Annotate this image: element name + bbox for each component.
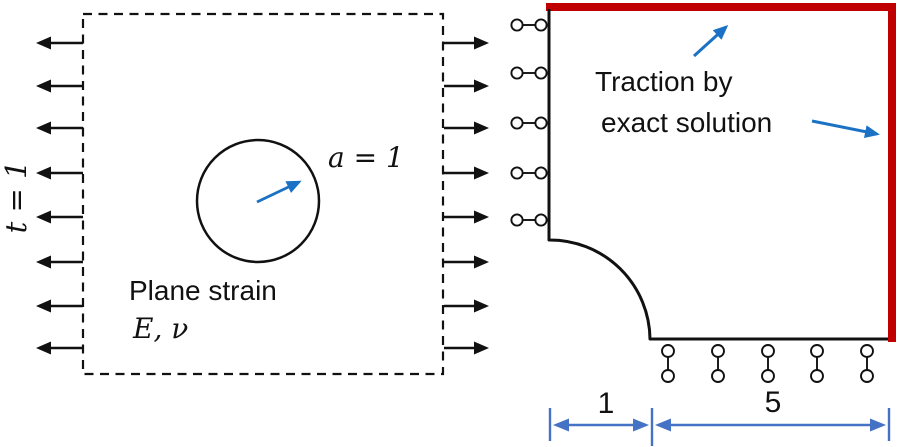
traction-annotation-arrow-right	[811, 119, 880, 139]
material-label-line2: E, ν	[132, 312, 188, 345]
roller-support	[510, 66, 548, 80]
roller-support	[810, 344, 824, 383]
roller-support	[761, 344, 775, 383]
hole-radius-label: a = 1	[328, 141, 404, 174]
bottom-roller-supports	[661, 344, 874, 383]
traction-note-line2: exact solution	[601, 107, 772, 138]
material-label-line1: Plane strain	[129, 275, 277, 306]
roller-support	[711, 344, 725, 383]
plate-outline-dashed	[81, 12, 445, 376]
left-roller-supports	[510, 18, 548, 227]
roller-support	[510, 213, 548, 227]
full-plate-schematic: t = 1 a = 1 Plane strain E, ν	[0, 12, 489, 376]
quarter-model-schematic: Traction by exact solution 1 5	[510, 3, 896, 446]
roller-support	[510, 116, 548, 130]
traction-note-line1: Traction by	[595, 66, 732, 97]
roller-support	[510, 166, 548, 180]
hole-radius-arrow	[256, 180, 302, 204]
hole-circle	[195, 138, 321, 264]
quarter-model-boundary	[547, 9, 888, 341]
roller-support	[860, 344, 874, 383]
right-traction-arrows	[444, 36, 489, 355]
traction-magnitude-label: t = 1	[0, 161, 33, 234]
dimension-lines	[548, 408, 891, 446]
dimension-label-outer: 5	[765, 386, 782, 419]
roller-support	[510, 18, 548, 32]
dimension-label-hole: 1	[598, 387, 615, 420]
left-traction-arrows	[36, 36, 83, 355]
traction-annotation-arrow-top	[692, 24, 729, 58]
roller-support	[661, 344, 675, 383]
